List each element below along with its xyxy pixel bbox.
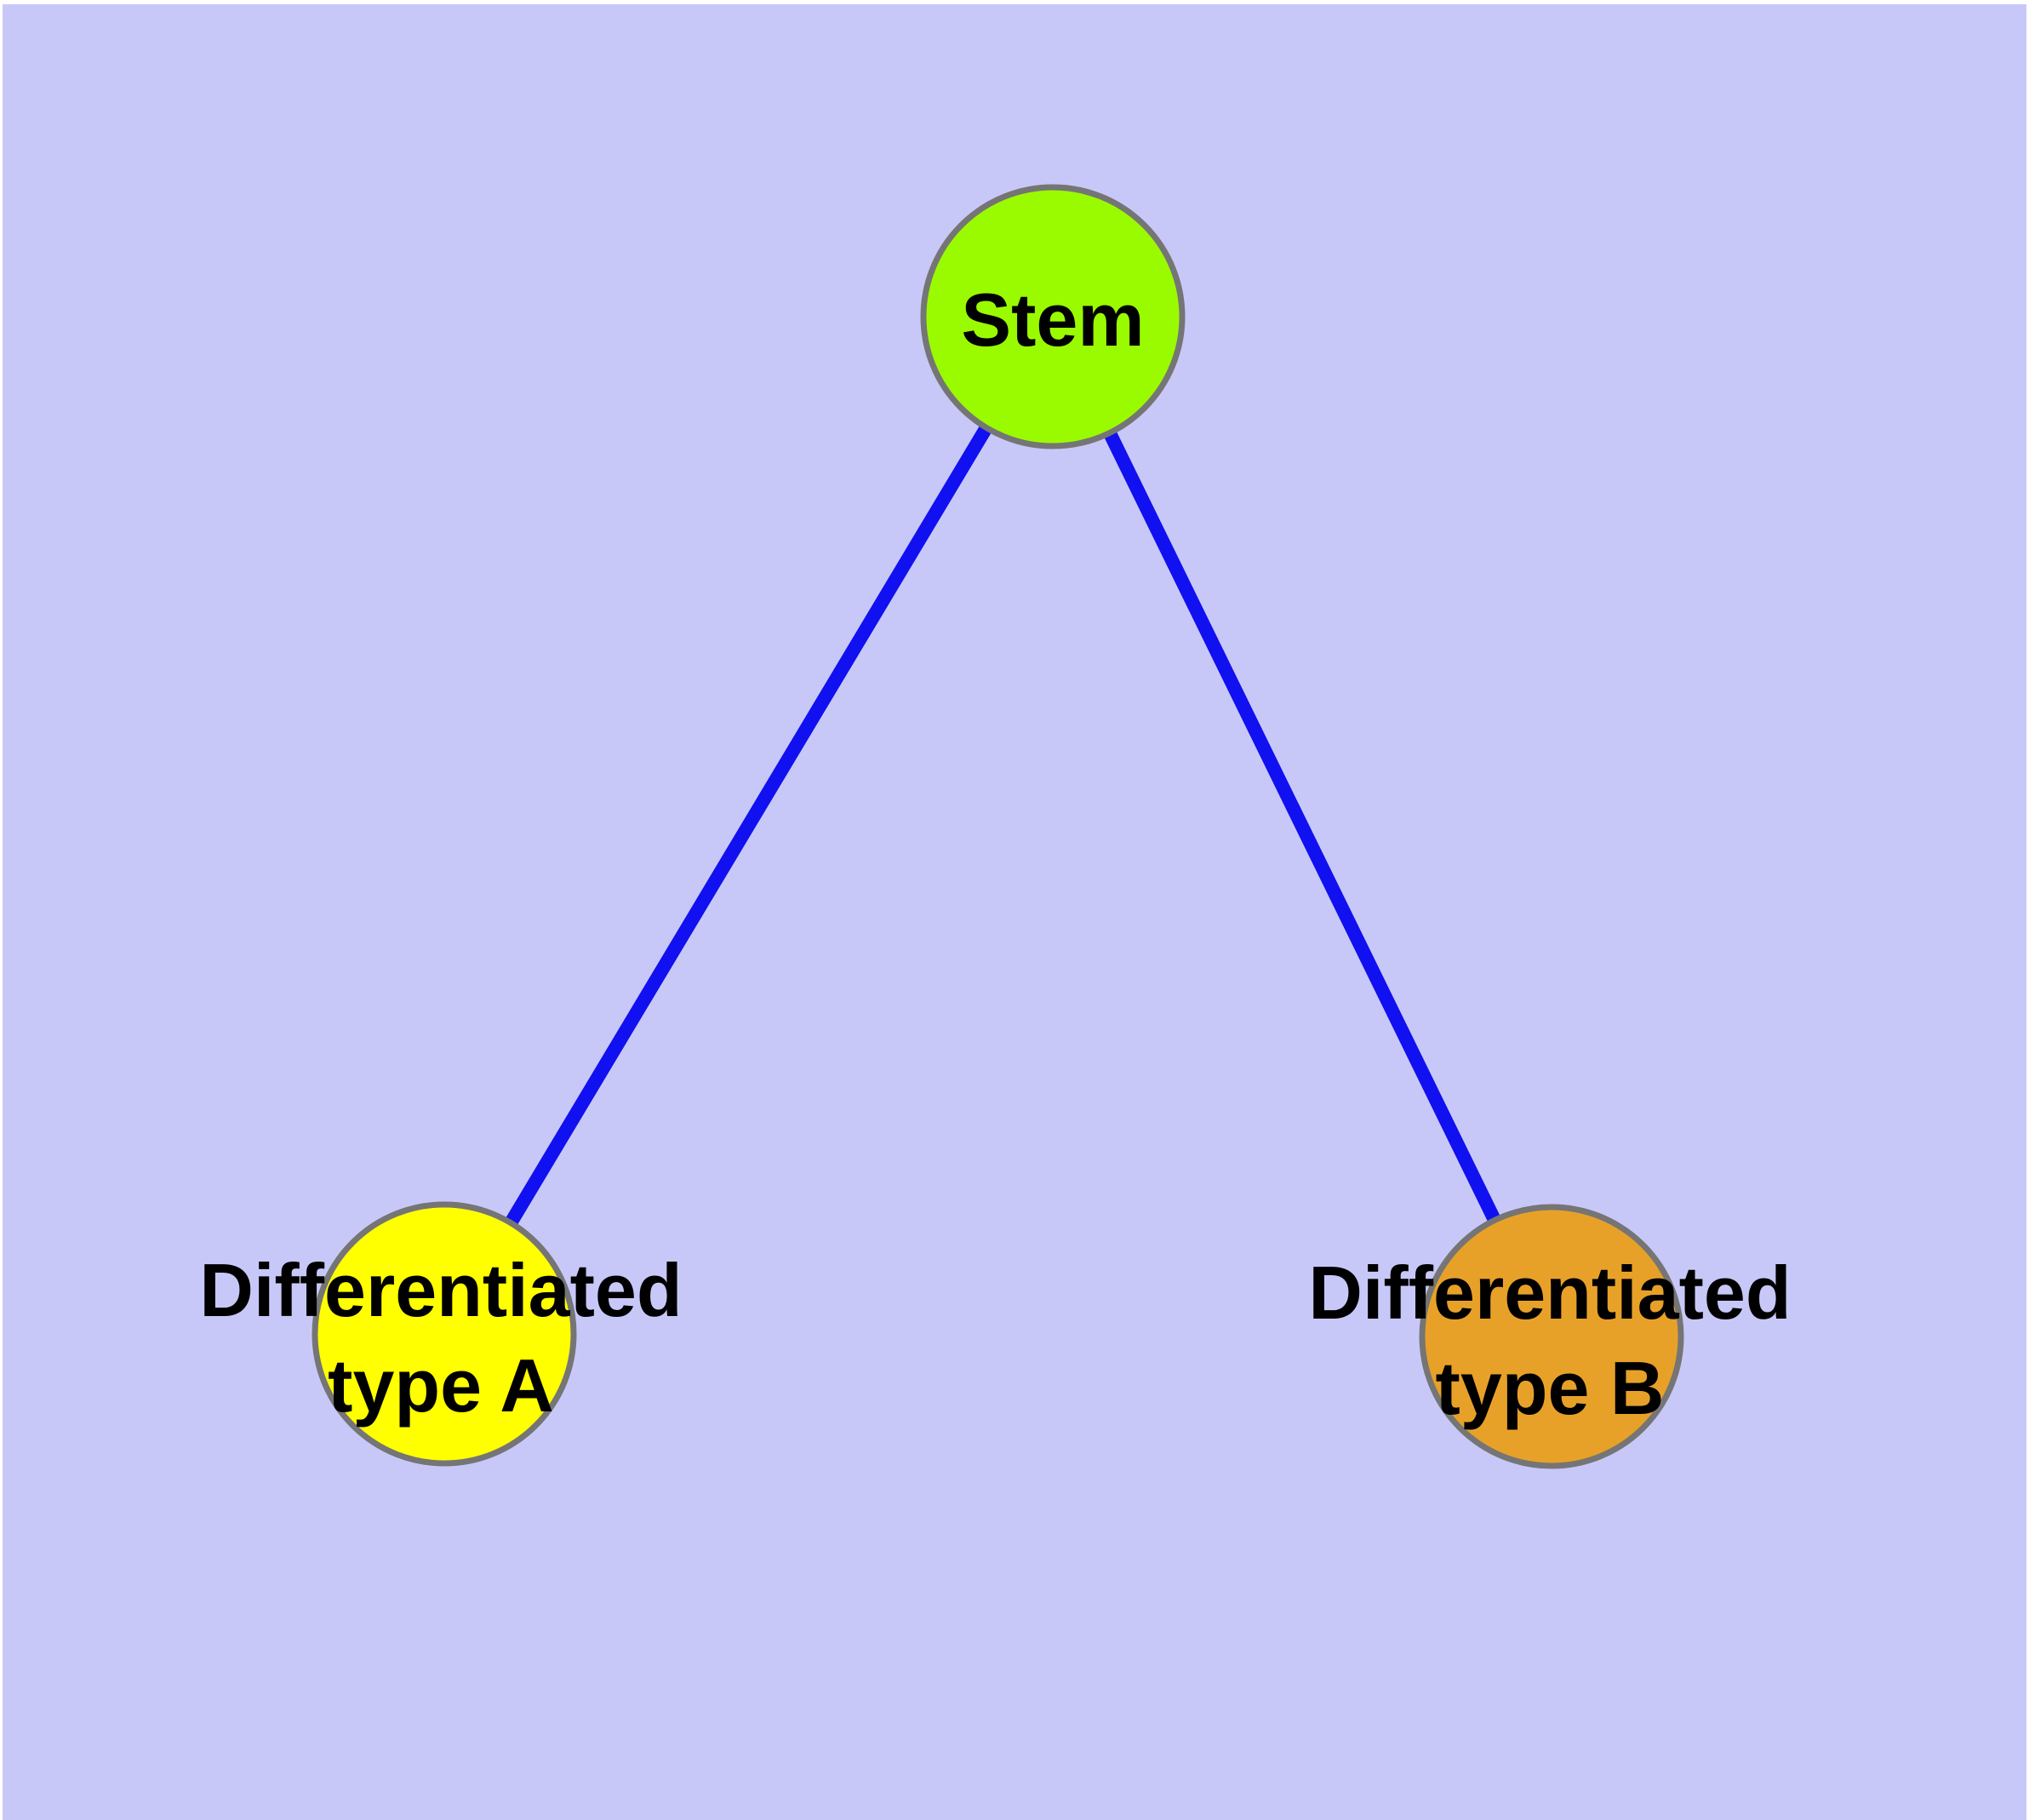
edge-stem-to-type-b: [1046, 313, 1558, 1340]
node-differentiated-type-b: [1419, 1204, 1684, 1469]
node-type-a-label-line-1: Differentiated: [199, 1248, 682, 1332]
node-stem-label: Stem: [961, 278, 1144, 362]
node-type-a-label-line-2: type A: [328, 1343, 554, 1428]
node-type-b-label-line-2: type B: [1436, 1346, 1665, 1430]
edge-stem-to-type-a: [438, 312, 1059, 1338]
node-stem: [920, 184, 1186, 449]
node-type-b-label-line-1: Differentiated: [1308, 1251, 1791, 1335]
node-differentiated-type-a: [311, 1201, 577, 1467]
